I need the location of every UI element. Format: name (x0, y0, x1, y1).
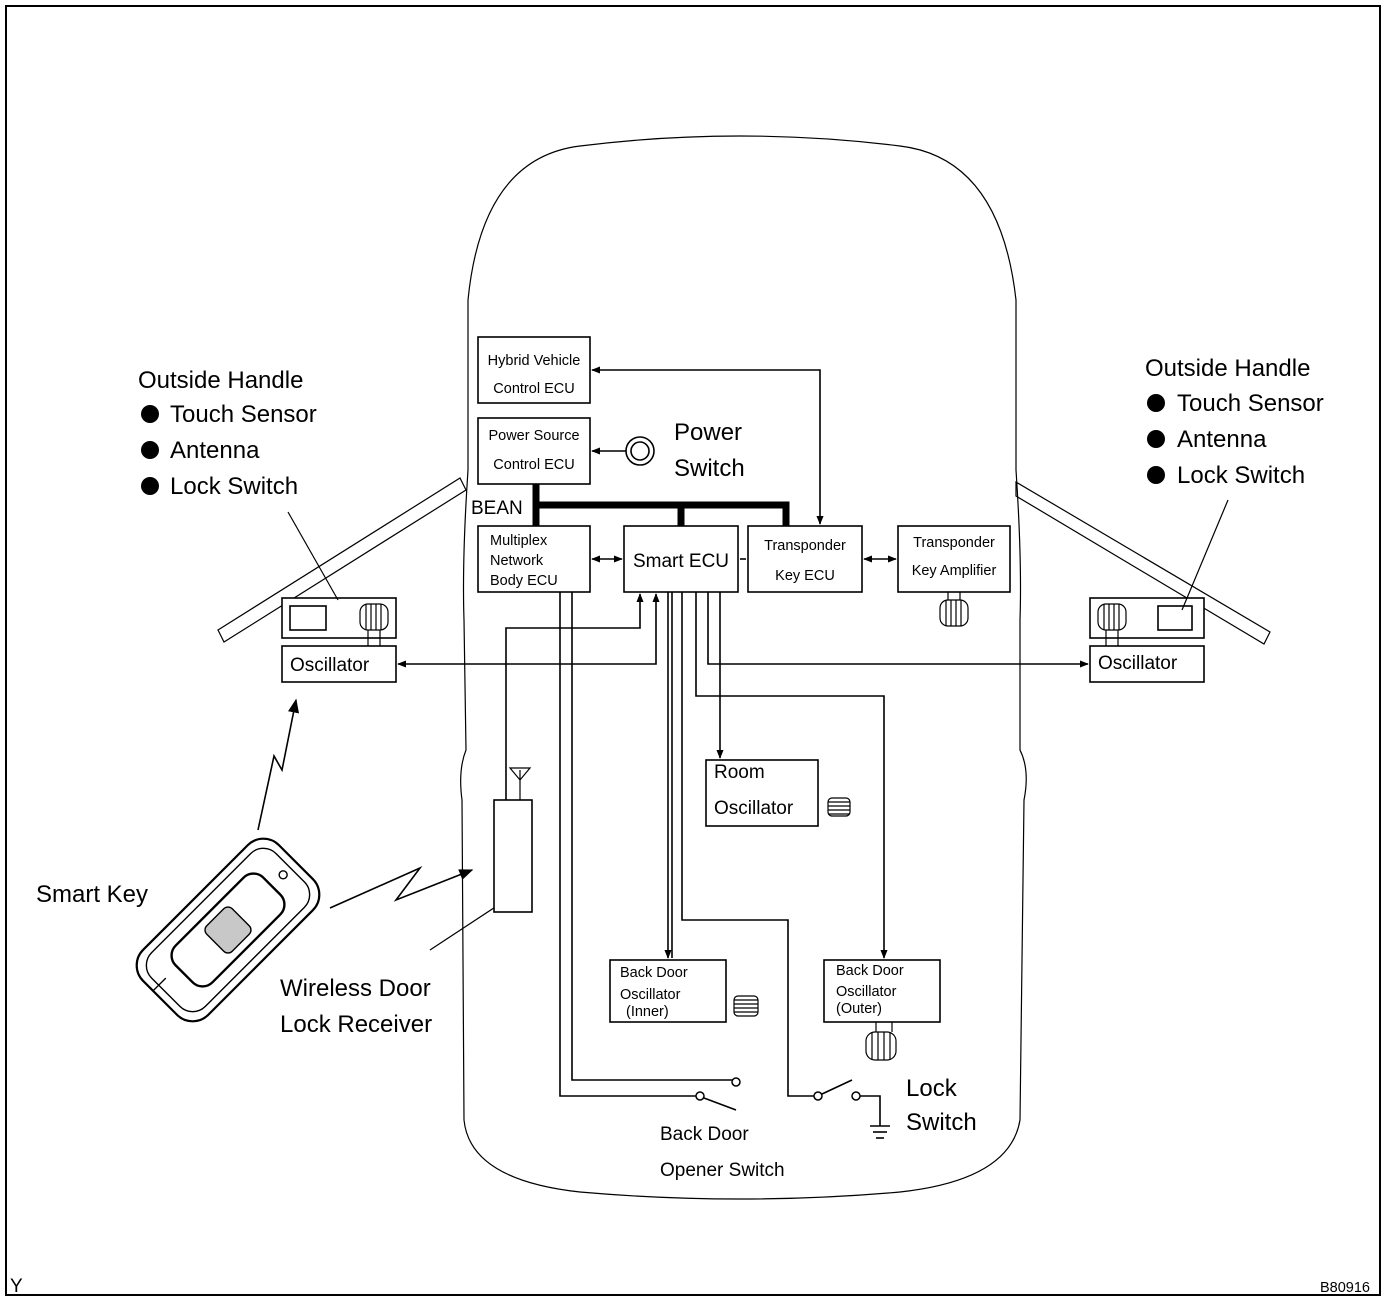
multiplex-body-ecu: Multiplex Network Body ECU (477, 525, 591, 593)
power-switch-icon (625, 436, 655, 466)
svg-text:Hybrid Vehicle: Hybrid Vehicle (488, 353, 581, 369)
svg-text:Body ECU: Body ECU (490, 573, 558, 589)
signal-wires (397, 366, 1089, 1097)
figure-code: B80916 (1320, 1280, 1370, 1296)
right-handle-item: Touch Sensor (1177, 390, 1324, 417)
back-door-inner-coil-icon (733, 995, 759, 1017)
radio-signal-right-icon (329, 866, 474, 909)
right-oscillator-box (1089, 645, 1205, 683)
smart-ecu: Smart ECU (623, 525, 739, 593)
svg-text:Control ECU: Control ECU (493, 381, 574, 397)
left-handle-item: Lock Switch (170, 473, 298, 500)
lock-switch-label: Lock (906, 1075, 958, 1102)
right-handle-title: Outside Handle (1145, 355, 1310, 382)
svg-text:(Inner): (Inner) (626, 1004, 669, 1020)
radio-signal-up-icon (257, 698, 300, 831)
svg-text:Key Amplifier: Key Amplifier (912, 563, 997, 579)
left-handle-item: Touch Sensor (170, 401, 317, 428)
transponder-key-ecu: Transponder Key ECU (747, 525, 863, 593)
svg-text:Control ECU: Control ECU (493, 457, 574, 473)
svg-text:(Outer): (Outer) (836, 1001, 882, 1017)
bullet-icon (1147, 394, 1165, 412)
back-door-opener-switch-icon (695, 1077, 741, 1111)
lock-switch-label: Switch (906, 1109, 977, 1136)
svg-text:Back Door: Back Door (620, 965, 688, 981)
svg-text:Back Door: Back Door (836, 963, 904, 979)
smart-key-icon (135, 837, 321, 1023)
transponder-coil-icon (939, 592, 969, 627)
left-oscillator-box (281, 645, 397, 683)
back-door-oscillator-outer: Back Door Oscillator (Outer) (823, 959, 941, 1023)
lock-switch-icon (813, 1079, 890, 1139)
transponder-key-amplifier: Transponder Key Amplifier (897, 525, 1011, 593)
back-door-outer-coil-icon (865, 1022, 897, 1061)
room-oscillator: Room Oscillator (705, 759, 819, 827)
opener-switch-label: Back Door (660, 1124, 749, 1145)
power-source-ecu: Power Source Control ECU (477, 417, 591, 485)
car-body-outline (460, 135, 1027, 1200)
svg-text:Transponder: Transponder (913, 535, 995, 551)
bullet-icon (1147, 466, 1165, 484)
svg-text:Oscillator: Oscillator (836, 984, 897, 1000)
bean-label: BEAN (471, 498, 523, 519)
svg-text:Multiplex: Multiplex (490, 533, 548, 549)
receiver-label: Wireless Door (280, 975, 431, 1002)
right-handle-leader (1181, 499, 1229, 611)
wireless-receiver (493, 767, 533, 913)
svg-text:Power Source: Power Source (488, 428, 579, 444)
svg-text:Key ECU: Key ECU (775, 568, 835, 584)
back-door-oscillator-inner: Back Door Oscillator (Inner) (609, 959, 727, 1023)
left-oscillator-label: Oscillator (290, 655, 370, 676)
bullet-icon (141, 405, 159, 423)
left-door (217, 477, 467, 646)
right-oscillator-label: Oscillator (1098, 653, 1178, 674)
power-switch-label: Power (674, 419, 742, 446)
bullet-icon (1147, 430, 1165, 448)
right-handle-antenna-coil-icon (1097, 603, 1127, 646)
right-door (1015, 480, 1271, 646)
hybrid-ecu: Hybrid Vehicle Control ECU (477, 336, 591, 404)
svg-text:Room: Room (714, 762, 765, 783)
bullet-icon (141, 477, 159, 495)
frame (5, 5, 1381, 1296)
right-handle-item: Lock Switch (1177, 462, 1305, 489)
svg-text:Network: Network (490, 553, 544, 569)
smart-key-label: Smart Key (36, 881, 148, 908)
left-handle-leader (287, 511, 339, 601)
bean-bus (532, 484, 790, 526)
corner-code-left: Y (10, 1276, 23, 1297)
svg-text:Oscillator: Oscillator (620, 987, 681, 1003)
right-handle-item: Antenna (1177, 426, 1267, 453)
receiver-label: Lock Receiver (280, 1011, 432, 1038)
power-switch-label: Switch (674, 455, 745, 482)
left-handle-title: Outside Handle (138, 367, 303, 394)
opener-switch-label: Opener Switch (660, 1160, 785, 1181)
bullet-icon (141, 441, 159, 459)
left-handle-item: Antenna (170, 437, 260, 464)
left-handle-antenna-coil-icon (359, 603, 389, 646)
svg-text:Oscillator: Oscillator (714, 798, 794, 819)
svg-text:Smart ECU: Smart ECU (633, 551, 729, 572)
svg-text:Transponder: Transponder (764, 538, 846, 554)
room-oscillator-coil-icon (827, 797, 851, 817)
